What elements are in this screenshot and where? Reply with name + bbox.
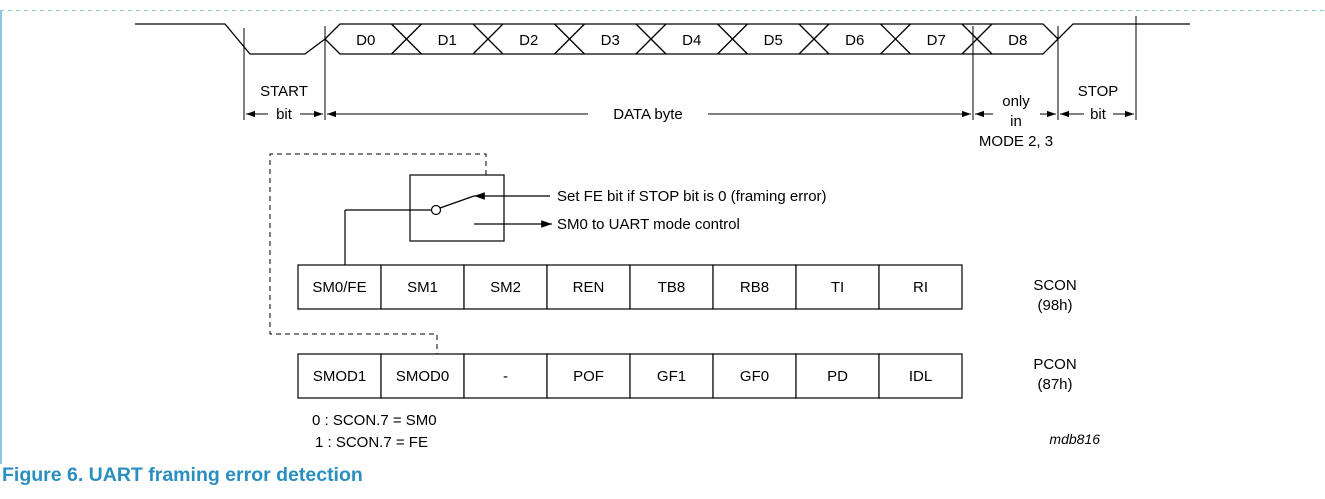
only-label: only (1002, 93, 1030, 110)
pcon-cell-label: IDL (909, 368, 932, 385)
boundary-ticks (243, 16, 1137, 120)
start-label: START (260, 83, 308, 100)
switch-box (409, 174, 505, 242)
mode-switch (344, 174, 552, 265)
bit-transition (880, 23, 911, 55)
bit-label-d3: D3 (601, 32, 620, 49)
figure-caption: Figure 6. UART framing error detection (2, 464, 363, 486)
stop-bit-label: bit (1090, 106, 1107, 123)
pcon-cell (546, 353, 631, 399)
scon-cell-label: RB8 (740, 279, 769, 296)
waveform-idle-start (135, 23, 326, 55)
pcon-cell-label: SMOD1 (313, 368, 366, 385)
bit-label-d4: D4 (682, 32, 701, 49)
scon-cell (878, 264, 963, 310)
pcon-cell (712, 353, 797, 399)
pcon-cell (878, 353, 963, 399)
scon-cell-label: SM2 (490, 279, 521, 296)
bit-transition (635, 23, 667, 55)
bit-label-d0: D0 (356, 32, 375, 49)
stop-label: STOP (1078, 83, 1119, 100)
pcon-cell (297, 353, 382, 399)
pcon-cell (629, 353, 714, 399)
data-byte-label: DATA byte (613, 106, 682, 123)
smod0-note-1: 1 : SCON.7 = FE (315, 434, 428, 451)
scon-cell-label: TB8 (658, 279, 686, 296)
scon-cell (795, 264, 880, 310)
switch-pivot (430, 204, 442, 216)
pcon-name: PCON (1033, 356, 1076, 373)
timing-waveform (135, 23, 1190, 55)
pcon-cell-label: POF (573, 368, 604, 385)
scon-cell-label: RI (913, 279, 928, 296)
bit-label-d5: D5 (764, 32, 783, 49)
waveform-top-envelope (324, 23, 1059, 40)
pcon-cell-label: - (503, 368, 508, 385)
scon-cell-label: TI (831, 279, 844, 296)
bit-label-d2: D2 (519, 32, 538, 49)
pcon-cell-label: PD (827, 368, 848, 385)
bit-transition (554, 23, 585, 55)
bit-transition (717, 23, 748, 55)
pcon-addr: (87h) (1037, 376, 1072, 393)
scon-cell-label: REN (573, 279, 605, 296)
sm0-note: SM0 to UART mode control (557, 216, 740, 233)
pcon-cell (795, 353, 880, 399)
in-label: in (1010, 113, 1022, 130)
figure-left-border (0, 10, 2, 464)
smod0-note-0: 0 : SCON.7 = SM0 (312, 412, 437, 429)
scon-name: SCON (1033, 277, 1076, 294)
scon-cell-label: SM1 (407, 279, 438, 296)
dashed-path-to-smod0 (269, 153, 487, 354)
start-bit-label: bit (276, 106, 293, 123)
fe-note: Set FE bit if STOP bit is 0 (framing err… (557, 188, 827, 205)
scon-addr: (98h) (1037, 297, 1072, 314)
dashed-control-path (269, 153, 487, 354)
pcon-cell (380, 353, 465, 399)
bit-transition (961, 23, 993, 55)
pcon-cell-label: GF1 (657, 368, 686, 385)
waveform-stop-idle (1057, 23, 1190, 40)
scon-cell (380, 264, 465, 310)
pcon-cell-label: SMOD0 (396, 368, 449, 385)
bit-transition (798, 23, 830, 55)
scon-cell (712, 264, 797, 310)
bit-label-d6: D6 (845, 32, 864, 49)
pcon-cell-label: GF0 (740, 368, 769, 385)
switch-blade (439, 195, 475, 209)
figure-top-border (0, 10, 1325, 11)
bit-transition (472, 23, 504, 55)
waveform-bottom-envelope (324, 38, 1059, 55)
bit-labels: D0 D1 D2 D3 D4 D5 D6 D7 D8 (356, 32, 1027, 49)
bit-transition (391, 23, 422, 55)
bit-label-d8: D8 (1008, 32, 1027, 49)
bit-label-d7: D7 (927, 32, 946, 49)
figure-id: mdb816 (1049, 431, 1100, 447)
scon-cell (546, 264, 631, 310)
bit-label-d1: D1 (438, 32, 457, 49)
scon-register: SM0/FE SM1 SM2 REN TB8 RB8 TI RI (297, 264, 963, 310)
pcon-register: SMOD1 SMOD0 - POF GF1 GF0 PD IDL (297, 353, 963, 399)
scon-cell-label: SM0/FE (312, 279, 366, 296)
mode-label: MODE 2, 3 (979, 133, 1053, 150)
